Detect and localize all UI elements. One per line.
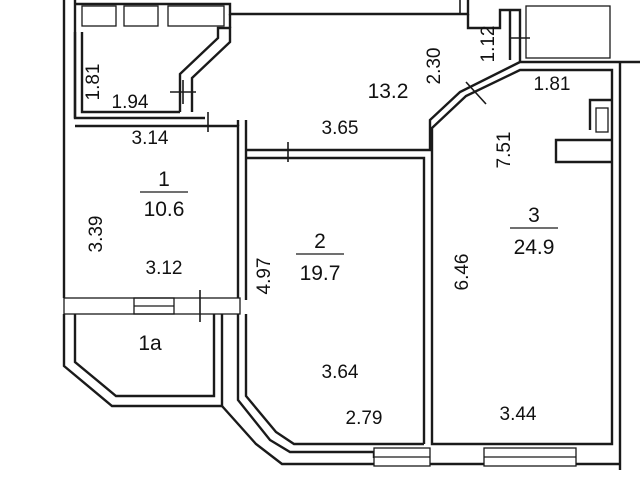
dim-646: 6.46 xyxy=(452,254,473,291)
closet-c xyxy=(167,5,225,27)
dim-751: 7.51 xyxy=(494,132,515,169)
dim-339: 3.39 xyxy=(86,216,107,253)
corridor-angle xyxy=(178,26,232,112)
wall-1-2-top-inner xyxy=(246,68,614,446)
door-tick-room3 xyxy=(465,81,487,105)
wardrobe-inner xyxy=(595,107,609,133)
dim-181-left: 1.81 xyxy=(83,64,104,101)
room-labels: 1 10.6 1a 2 19.7 3 24.9 13.2 xyxy=(138,80,558,355)
balcony-1a xyxy=(73,314,216,398)
balcony-1a-inner xyxy=(62,314,224,408)
bay-window xyxy=(221,405,374,466)
wall-1-2-top xyxy=(236,60,640,152)
room2-number: 2 xyxy=(314,230,326,253)
dim-365: 3.65 xyxy=(322,118,359,139)
room3-area: 24.9 xyxy=(514,236,555,259)
door-ticks xyxy=(170,0,530,322)
dim-112: 1.12 xyxy=(478,26,499,63)
dimension-labels: 1.81 1.94 3.14 3.65 2.30 1.12 1.81 7.51 … xyxy=(83,26,570,429)
room2-area: 19.7 xyxy=(300,262,341,285)
dim-314: 3.14 xyxy=(132,128,169,149)
room1-area: 10.6 xyxy=(144,198,185,221)
dim-497: 4.97 xyxy=(254,258,275,295)
hall-right-walls xyxy=(466,8,522,62)
top-right-closet xyxy=(525,5,611,59)
top-outer-wall xyxy=(62,0,77,126)
room1-number: 1 xyxy=(158,168,170,191)
dim-312: 3.12 xyxy=(146,258,183,279)
room2-left-lower xyxy=(236,314,424,458)
wardrobe-niche xyxy=(554,98,612,164)
bath-left-wall xyxy=(73,32,205,120)
room3-number: 3 xyxy=(528,204,540,227)
closet-b xyxy=(123,5,159,27)
dim-364: 3.64 xyxy=(322,362,359,383)
dim-279: 2.79 xyxy=(346,408,383,429)
hall-area: 13.2 xyxy=(368,80,409,103)
dim-181-right: 1.81 xyxy=(534,74,571,95)
bath-inner xyxy=(80,32,180,114)
dim-344: 3.44 xyxy=(500,404,537,425)
walls xyxy=(62,0,640,470)
dim-194: 1.94 xyxy=(112,92,149,113)
top-strip xyxy=(75,0,470,16)
room1a-label: 1a xyxy=(138,332,162,355)
dim-230: 2.30 xyxy=(424,48,445,85)
closet-a xyxy=(81,5,117,27)
